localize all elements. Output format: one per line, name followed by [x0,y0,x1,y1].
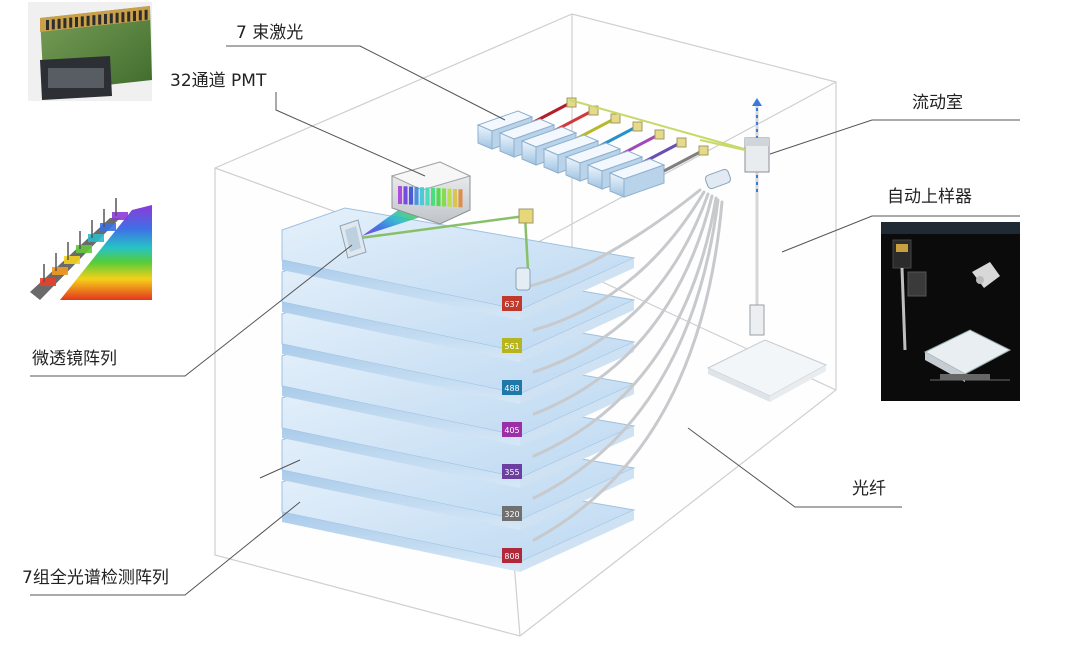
laser-wavelength-tag: 808 [502,548,522,563]
label-autosampler: 自动上样器 [887,187,972,207]
laser-wavelength-tag: 637 [502,296,522,311]
optical-fibers [520,188,724,542]
label-flow-cell: 流动室 [912,93,963,113]
laser-wavelength-tag: 561 [502,338,522,353]
laser-wavelength-text: 405 [504,426,519,435]
pmt-board-photo [28,2,152,101]
laser-wavelength-text: 488 [504,384,519,393]
detector-plate-stack: 808 320 355 405 488 561 637 [281,207,636,572]
laser-wavelength-text: 808 [504,552,519,561]
laser-unit [608,145,709,198]
label-7-lasers: 7 束激光 [236,23,303,43]
laser-bank [476,97,749,198]
laser-wavelength-text: 355 [504,468,519,477]
microlens-element [339,219,367,259]
laser-wavelength-tag: 355 [502,464,522,479]
sample-well-plate [706,339,828,402]
label-optical-fiber: 光纤 [852,479,886,499]
laser-wavelength-text: 320 [504,510,519,519]
label-detector-arrays: 7组全光谱检测阵列 [22,568,169,588]
laser-wavelength-text: 637 [504,300,519,309]
laser-wavelength-tag: 320 [502,506,522,521]
flow-cell [699,98,770,336]
leader-lines [30,45,1020,596]
detector-plate: 637 [281,207,636,320]
laser-wavelength-text: 561 [504,342,519,351]
pmt-module [390,161,472,225]
label-32-channel-pmt: 32通道 PMT [170,71,267,91]
laser-wavelength-tag: 405 [502,422,522,437]
label-microlens-array: 微透镜阵列 [32,349,117,369]
laser-wavelength-tag: 488 [502,380,522,395]
autosampler-photo [881,222,1020,401]
microlens-array-photo [28,198,152,300]
